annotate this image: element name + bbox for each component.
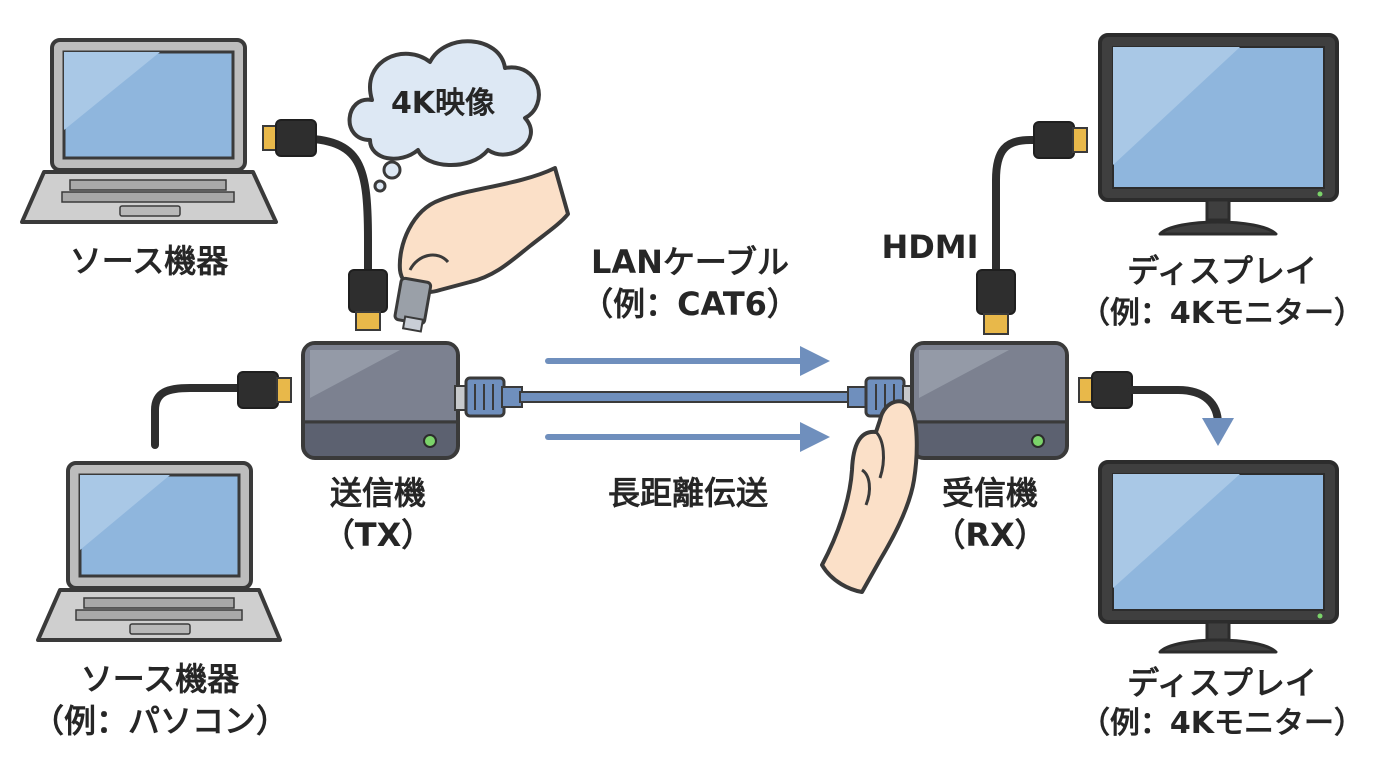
laptop-top-icon — [20, 38, 278, 224]
display-bottom-label-line2: （例：4Kモニター） — [1079, 706, 1365, 741]
transmitter-label-line2: （TX） — [322, 516, 434, 554]
hdmi-cable-bottom-right — [1078, 371, 1234, 446]
hand-pressing-icon — [820, 399, 919, 594]
hdmi-label: HDMI — [881, 228, 979, 266]
source-bottom-label-line2: （例：パソコン） — [31, 702, 289, 740]
laptop-bottom-icon — [36, 461, 282, 642]
lan-cable-label-line2: （例：CAT6） — [581, 285, 799, 323]
receiver-device-icon — [910, 341, 1069, 460]
display-top-icon — [1098, 33, 1339, 236]
receiver-label-line1: 受信機 — [941, 474, 1039, 512]
lan-cable — [454, 376, 916, 418]
receiver-label-line2: （RX） — [933, 516, 1047, 554]
thought-bubble-icon — [347, 39, 541, 193]
display-bottom-label-line1: ディスプレイ — [1127, 664, 1317, 702]
hdmi-cable-top-right — [976, 121, 1088, 335]
long-distance-label: 長距離伝送 — [607, 474, 769, 512]
transmitter-device-icon — [301, 341, 460, 460]
hand-plugging-icon — [393, 166, 570, 333]
lan-cable-label-line1: LANケーブル — [590, 243, 790, 281]
display-top-label-line1: ディスプレイ — [1127, 252, 1317, 290]
hdmi-cable-bottom-left — [151, 371, 292, 449]
bubble-text: 4K映像 — [390, 86, 496, 121]
display-bottom-icon — [1098, 460, 1339, 654]
hdmi-cable-top-left — [262, 119, 388, 331]
display-top-label-line2: （例：4Kモニター） — [1079, 296, 1365, 331]
transmitter-label-line1: 送信機 — [329, 474, 427, 512]
source-bottom-label-line1: ソース機器 — [80, 660, 240, 698]
source-top-label: ソース機器 — [69, 242, 229, 280]
